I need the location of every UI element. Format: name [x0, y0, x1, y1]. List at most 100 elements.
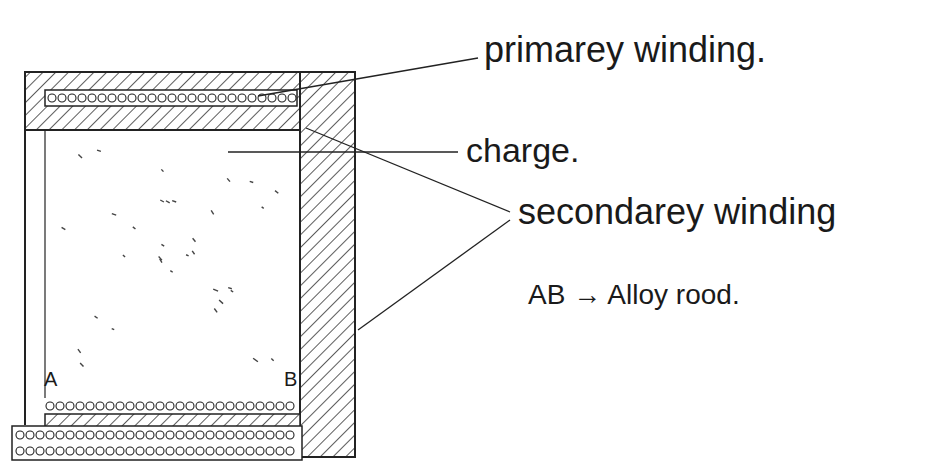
charge-dot	[211, 210, 214, 214]
charge-dot	[227, 178, 230, 181]
charge-dot	[250, 181, 253, 182]
primary-turn	[208, 94, 216, 102]
primary-turn	[138, 94, 146, 102]
charge-dot	[78, 349, 81, 353]
secondary-winding	[12, 426, 302, 460]
charge-dot	[62, 227, 66, 229]
charge-dot	[112, 214, 116, 215]
secondary-turn	[236, 447, 244, 455]
secondary-turn	[166, 431, 174, 439]
secondary-turn	[226, 447, 234, 455]
secondary-turn	[46, 431, 54, 439]
secondary-turn	[76, 431, 84, 439]
alloy-rod-turn	[46, 402, 54, 410]
winding-turns	[16, 94, 296, 455]
secondary-turn	[216, 431, 224, 439]
alloy-rod-turn	[156, 402, 164, 410]
secondary-turn	[96, 431, 104, 439]
primary-turn	[88, 94, 96, 102]
secondary-turn	[116, 447, 124, 455]
alloy-rod-turn	[226, 402, 234, 410]
alloy-rod-turn	[96, 402, 104, 410]
secondary-turn	[286, 447, 294, 455]
charge-dot	[262, 207, 264, 208]
charge-dot	[170, 271, 172, 273]
secondary-turn	[56, 431, 64, 439]
alloy-rod-turn	[276, 402, 284, 410]
secondary-turn	[166, 447, 174, 455]
leader-line	[258, 58, 478, 96]
primary-turn	[228, 94, 236, 102]
secondary-turn	[106, 431, 114, 439]
secondary-turn	[126, 447, 134, 455]
secondary-turn	[46, 447, 54, 455]
secondary-turn	[156, 447, 164, 455]
alloy-rod-turn	[86, 402, 94, 410]
secondary-turn	[146, 447, 154, 455]
secondary-turn	[36, 447, 44, 455]
alloy-rod-turn	[76, 402, 84, 410]
charge-dot	[186, 255, 189, 256]
primary-turn	[158, 94, 166, 102]
alloy-rod-turn	[266, 402, 274, 410]
secondary-turn	[276, 431, 284, 439]
charge-dot	[160, 200, 164, 202]
charge-dot	[172, 201, 176, 202]
primary-turn	[68, 94, 76, 102]
alloy-rod-turn	[216, 402, 224, 410]
secondary-turn	[276, 447, 284, 455]
alloy-rod-turn	[286, 402, 294, 410]
primary-turn	[218, 94, 226, 102]
secondary-turn	[16, 431, 24, 439]
part-label: primarey winding.	[484, 30, 766, 70]
secondary-turn	[216, 447, 224, 455]
charge-dot	[253, 358, 258, 362]
secondary-turn	[26, 431, 34, 439]
alloy-rod-turn	[126, 402, 134, 410]
secondary-turn	[206, 447, 214, 455]
primary-turn	[238, 94, 246, 102]
charge-dot	[161, 169, 163, 171]
primary-turn	[268, 94, 276, 102]
charge-dot	[231, 290, 233, 292]
secondary-turn	[206, 431, 214, 439]
primary-turn	[108, 94, 116, 102]
secondary-turn	[186, 447, 194, 455]
charge-dot	[166, 201, 170, 203]
alloy-rod-turn	[166, 402, 174, 410]
primary-turn	[58, 94, 66, 102]
alloy-rod-turn	[246, 402, 254, 410]
secondary-turn	[16, 447, 24, 455]
secondary-turn	[196, 431, 204, 439]
secondary-turn	[266, 431, 274, 439]
note-label: AB → Alloy rood.	[528, 280, 740, 311]
secondary-turn	[226, 431, 234, 439]
primary-turn	[98, 94, 106, 102]
alloy-rod-turn	[136, 402, 144, 410]
charge-dot	[213, 289, 218, 291]
secondary-turn	[66, 447, 74, 455]
secondary-turn	[116, 431, 124, 439]
charge-dot	[228, 288, 232, 289]
primary-turn	[278, 94, 286, 102]
primary-turn	[78, 94, 86, 102]
charge-dot	[161, 244, 164, 246]
point-label: B	[284, 368, 297, 390]
alloy-rod-turn	[116, 402, 124, 410]
primary-turn	[118, 94, 126, 102]
primary-winding	[45, 90, 297, 106]
alloy-rod-turn	[196, 402, 204, 410]
alloy-rod-turn	[206, 402, 214, 410]
alloy-rod-turn	[256, 402, 264, 410]
primary-turn	[288, 94, 296, 102]
secondary-turn	[66, 431, 74, 439]
primary-turn	[178, 94, 186, 102]
secondary-turn	[246, 447, 254, 455]
secondary-turn	[86, 431, 94, 439]
secondary-turn	[36, 431, 44, 439]
leader-line	[358, 220, 510, 330]
charge-dot	[193, 238, 196, 241]
crucible-wall	[24, 130, 26, 425]
secondary-turn	[56, 447, 64, 455]
